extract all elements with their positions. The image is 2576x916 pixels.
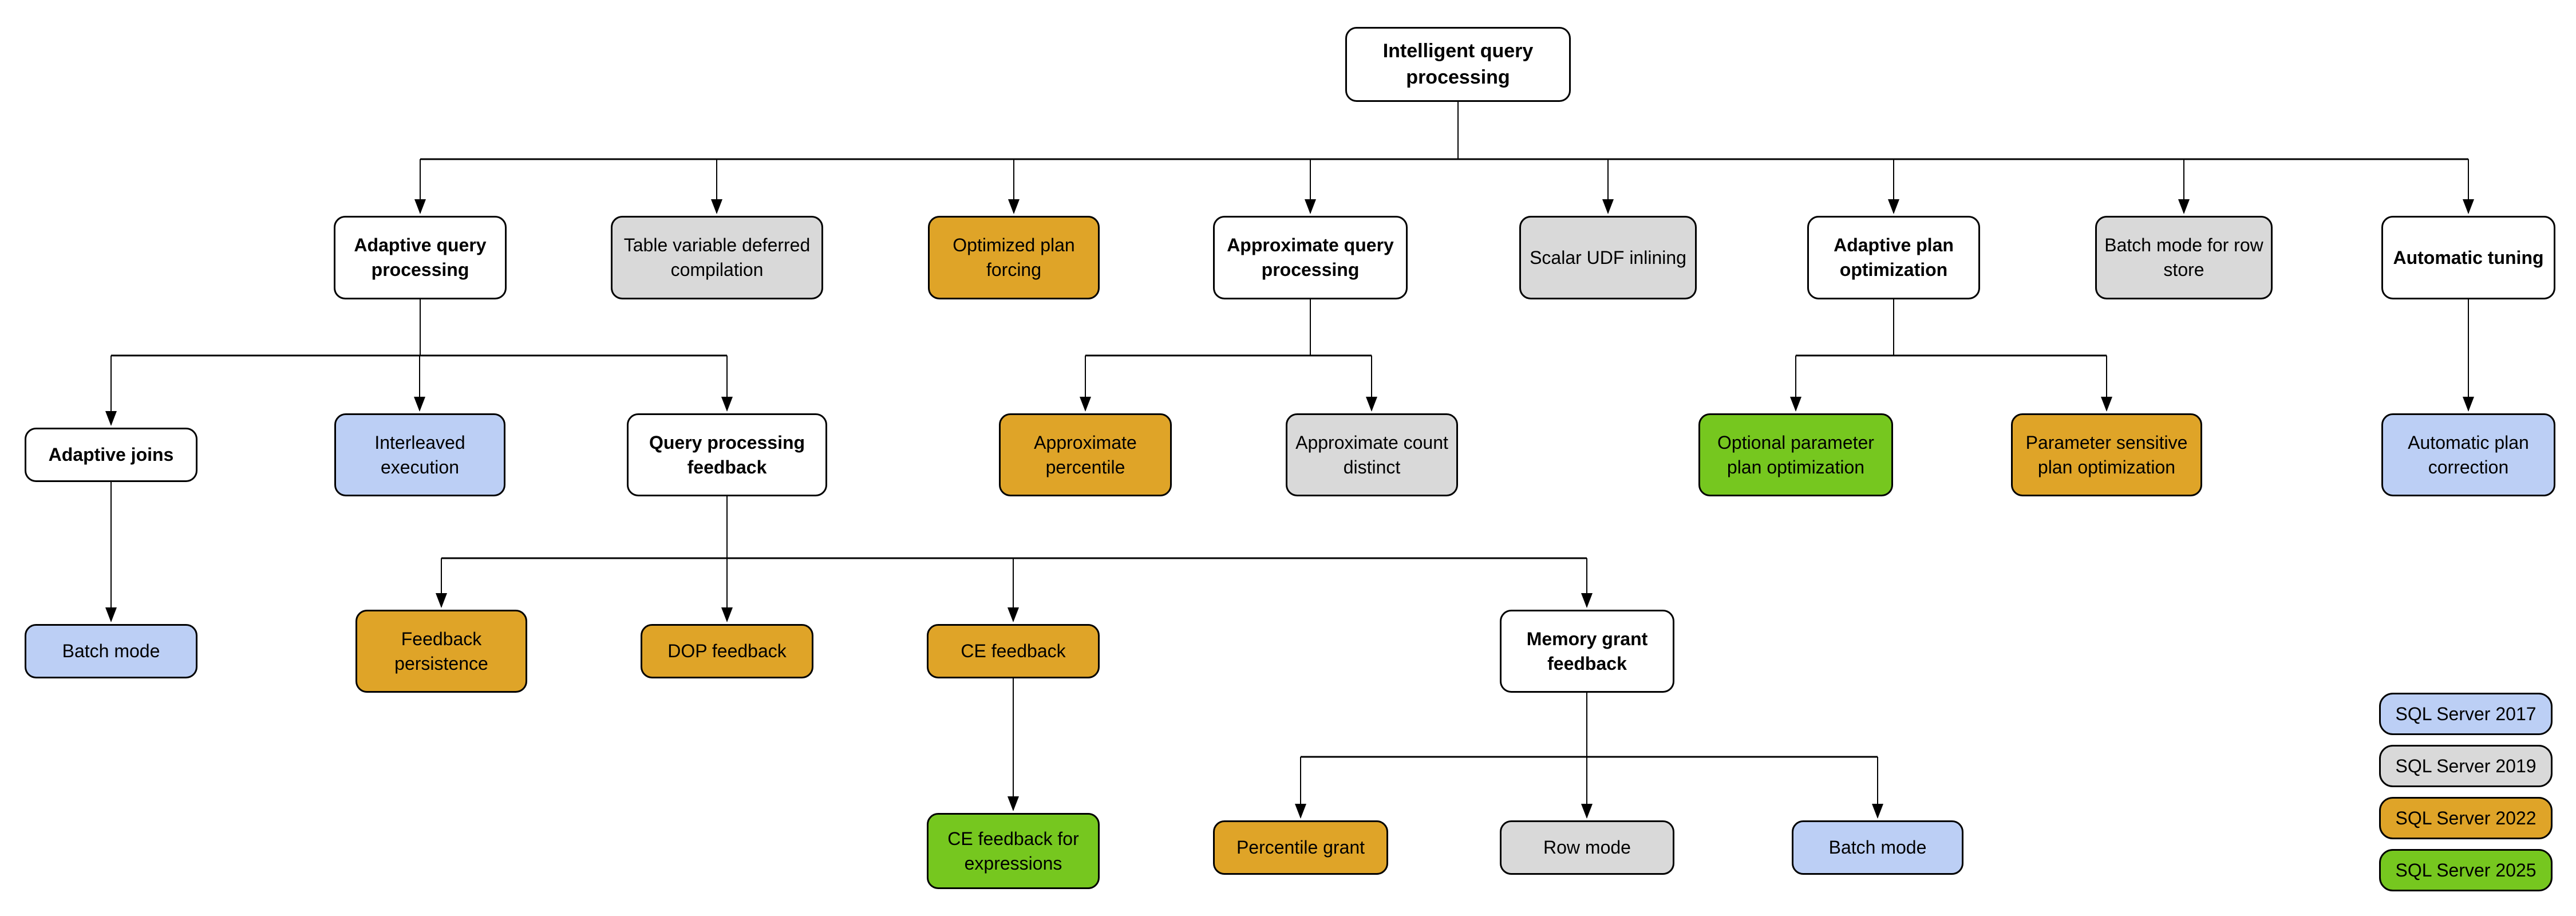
legend-sql-server-2019: SQL Server 2019 xyxy=(2379,745,2553,787)
node-automatic-plan-correction: Automatic plan correction xyxy=(2381,413,2555,496)
node-parameter-sensitive-plan-optimization: Parameter sensitive plan optimization xyxy=(2011,413,2202,496)
node-memory-grant-feedback: Memory grant feedback xyxy=(1500,610,1674,693)
node-adaptive-joins: Adaptive joins xyxy=(25,428,197,482)
node-feedback-persistence: Feedback persistence xyxy=(355,610,527,693)
connector-arrows xyxy=(105,159,2474,819)
legend-sql-server-2025: SQL Server 2025 xyxy=(2379,849,2553,891)
node-ce-feedback-for-expressions: CE feedback for expressions xyxy=(927,813,1100,889)
node-query-processing-feedback: Query processing feedback xyxy=(627,413,827,496)
node-optimized-plan-forcing: Optimized plan forcing xyxy=(928,216,1100,299)
node-approximate-query-processing: Approximate query processing xyxy=(1213,216,1408,299)
node-batch-mode-memory-grant: Batch mode xyxy=(1792,820,1963,875)
node-batch-mode-for-row-store: Batch mode for row store xyxy=(2095,216,2273,299)
node-approximate-count-distinct: Approximate count distinct xyxy=(1286,413,1458,496)
node-percentile-grant: Percentile grant xyxy=(1213,820,1388,875)
connector-parent-stems xyxy=(420,102,1894,757)
node-optional-parameter-plan-optimization: Optional parameter plan optimization xyxy=(1698,413,1893,496)
node-interleaved-execution: Interleaved execution xyxy=(334,413,505,496)
node-table-variable-deferred-compilation: Table variable deferred compilation xyxy=(611,216,823,299)
node-approximate-percentile: Approximate percentile xyxy=(999,413,1172,496)
node-ce-feedback: CE feedback xyxy=(927,624,1100,678)
legend-sql-server-2017: SQL Server 2017 xyxy=(2379,693,2553,735)
node-scalar-udf-inlining: Scalar UDF inlining xyxy=(1519,216,1697,299)
legend-sql-server-2022: SQL Server 2022 xyxy=(2379,797,2553,839)
node-dop-feedback: DOP feedback xyxy=(641,624,813,678)
node-automatic-tuning: Automatic tuning xyxy=(2381,216,2555,299)
node-row-mode: Row mode xyxy=(1500,820,1674,875)
node-intelligent-query-processing: Intelligent query processing xyxy=(1345,27,1571,102)
node-batch-mode-adaptive-joins: Batch mode xyxy=(25,624,197,678)
node-adaptive-plan-optimization: Adaptive plan optimization xyxy=(1807,216,1980,299)
node-adaptive-query-processing: Adaptive query processing xyxy=(334,216,507,299)
